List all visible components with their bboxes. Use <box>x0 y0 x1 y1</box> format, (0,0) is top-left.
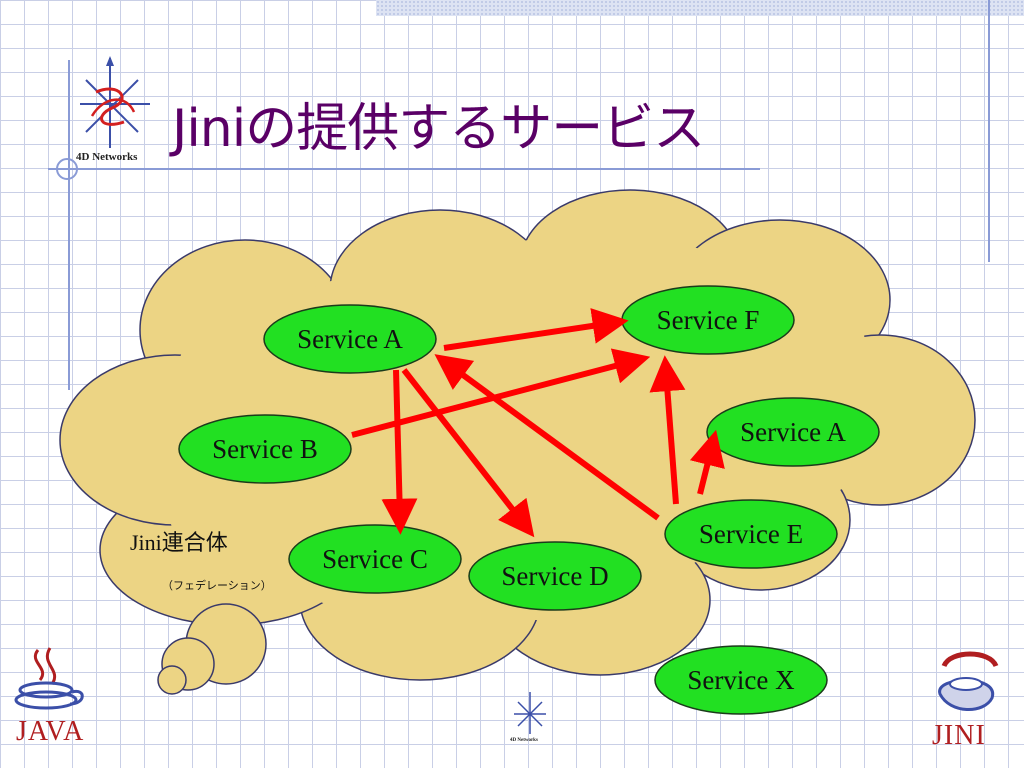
service-node-label: Service D <box>501 561 608 591</box>
service-arrows <box>351 308 725 538</box>
service-node-shape <box>468 541 642 611</box>
arrow-a1-to-f <box>443 308 629 351</box>
service-node-f: Service F <box>621 285 795 355</box>
thought-bubble-small <box>157 665 187 695</box>
service-node-label: Service F <box>657 305 760 335</box>
service-node-shape <box>263 304 437 374</box>
service-node-e: Service E <box>664 499 838 569</box>
service-node-label: Service A <box>740 417 846 447</box>
jini-logo-caption: JINI <box>932 720 986 751</box>
slide-title: Jiniの提供するサービス <box>172 99 705 159</box>
jini-logo-icon <box>938 651 999 711</box>
federation-label: Jini連合体 <box>130 530 228 555</box>
service-node-label: Service C <box>322 544 428 574</box>
service-node-shape <box>664 499 838 569</box>
service-node-label: Service B <box>212 434 318 464</box>
service-node-shape <box>288 524 462 594</box>
arrow-e-to-f <box>649 355 686 505</box>
left-rule <box>68 60 70 390</box>
service-node-label: Service X <box>687 665 795 695</box>
service-node-a2: Service A <box>706 397 880 467</box>
4d-networks-logo-caption: 4D Networks <box>76 151 138 163</box>
arrow-a1-to-c <box>381 369 418 535</box>
title-underline <box>48 168 760 170</box>
header-band <box>376 0 1024 16</box>
service-node-label: Service E <box>699 519 803 549</box>
service-node-b: Service B <box>178 414 352 484</box>
4d-networks-logo-icon <box>80 56 150 148</box>
federation-reading: （フェデレーション） <box>162 578 272 592</box>
arrow-a1-to-d <box>401 368 535 538</box>
service-node-shape <box>178 414 352 484</box>
service-node-x: Service X <box>654 645 828 715</box>
arrow-e-to-a1 <box>434 354 660 521</box>
4d-networks-small-logo-caption: 4D Networks <box>510 738 538 743</box>
rule-circle <box>56 158 78 180</box>
4d-networks-small-logo-icon <box>514 692 546 734</box>
service-node-c: Service C <box>288 524 462 594</box>
arrow-e-to-a2 <box>689 429 725 495</box>
service-nodes: Service A Service B Service C Service D Serv… <box>178 285 880 715</box>
service-node-shape <box>654 645 828 715</box>
java-logo-caption: JAVA <box>16 716 85 747</box>
right-rule <box>988 0 990 262</box>
service-node-label: Service A <box>297 324 403 354</box>
java-logo-icon <box>14 647 84 710</box>
service-node-a1: Service A <box>263 304 437 374</box>
service-node-d: Service D <box>468 541 642 611</box>
